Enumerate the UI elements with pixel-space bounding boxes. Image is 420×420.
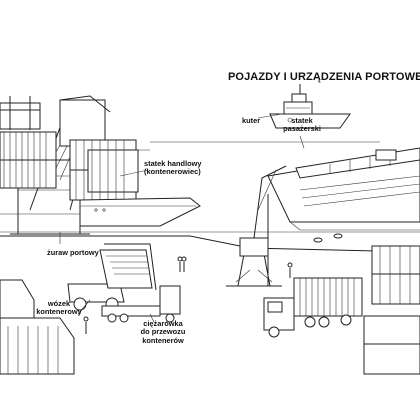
label-zuraw-portowy: żuraw portowy <box>47 248 99 257</box>
low-trailer-truck <box>101 285 181 323</box>
label-kuter: kuter <box>242 116 261 125</box>
fishing-boat <box>269 84 351 129</box>
straddle-carrier <box>67 243 157 311</box>
label-statek-pasazerski: statek pasażerski <box>280 116 324 134</box>
bollards <box>313 233 343 243</box>
label-statek-handlowy: statek handlowy (kontenerowiec) <box>144 159 202 177</box>
page-title: POJAZDY I URZĄDZENIA PORTOWE <box>228 71 420 83</box>
gantry-crane-left <box>0 95 111 235</box>
cruise-ship <box>267 147 420 231</box>
label-wozek-line2: kontenerowy <box>36 307 82 317</box>
label-wozek-kontenerowy: wózek kontenerowy <box>34 299 84 317</box>
label-statek-handlowy-line1: statek handlowy <box>144 159 202 168</box>
leader-lines <box>59 113 305 323</box>
label-statek-handlowy-line2: (kontenerowiec) <box>144 167 201 177</box>
label-ciezarowka: ciężarówka do przewozu kontenerów <box>135 319 191 345</box>
container-stack-left <box>0 131 139 201</box>
label-wozek-line1: wózek <box>47 299 71 308</box>
label-statek-pasazerski-line1: statek <box>291 116 313 125</box>
label-statek-pasazerski-line2: pasażerski <box>283 124 321 134</box>
people-figures <box>83 256 293 334</box>
container-stack-right <box>363 245 420 375</box>
container-ship <box>79 197 201 227</box>
label-ciezarowka-line1: ciężarówka <box>143 319 183 328</box>
container-stack-bottom-left <box>0 279 75 375</box>
port-crane <box>226 165 287 287</box>
container-truck <box>263 277 363 338</box>
label-ciezarowka-line2: do przewozu <box>140 327 186 337</box>
label-ciezarowka-line3: kontenerów <box>142 335 184 345</box>
